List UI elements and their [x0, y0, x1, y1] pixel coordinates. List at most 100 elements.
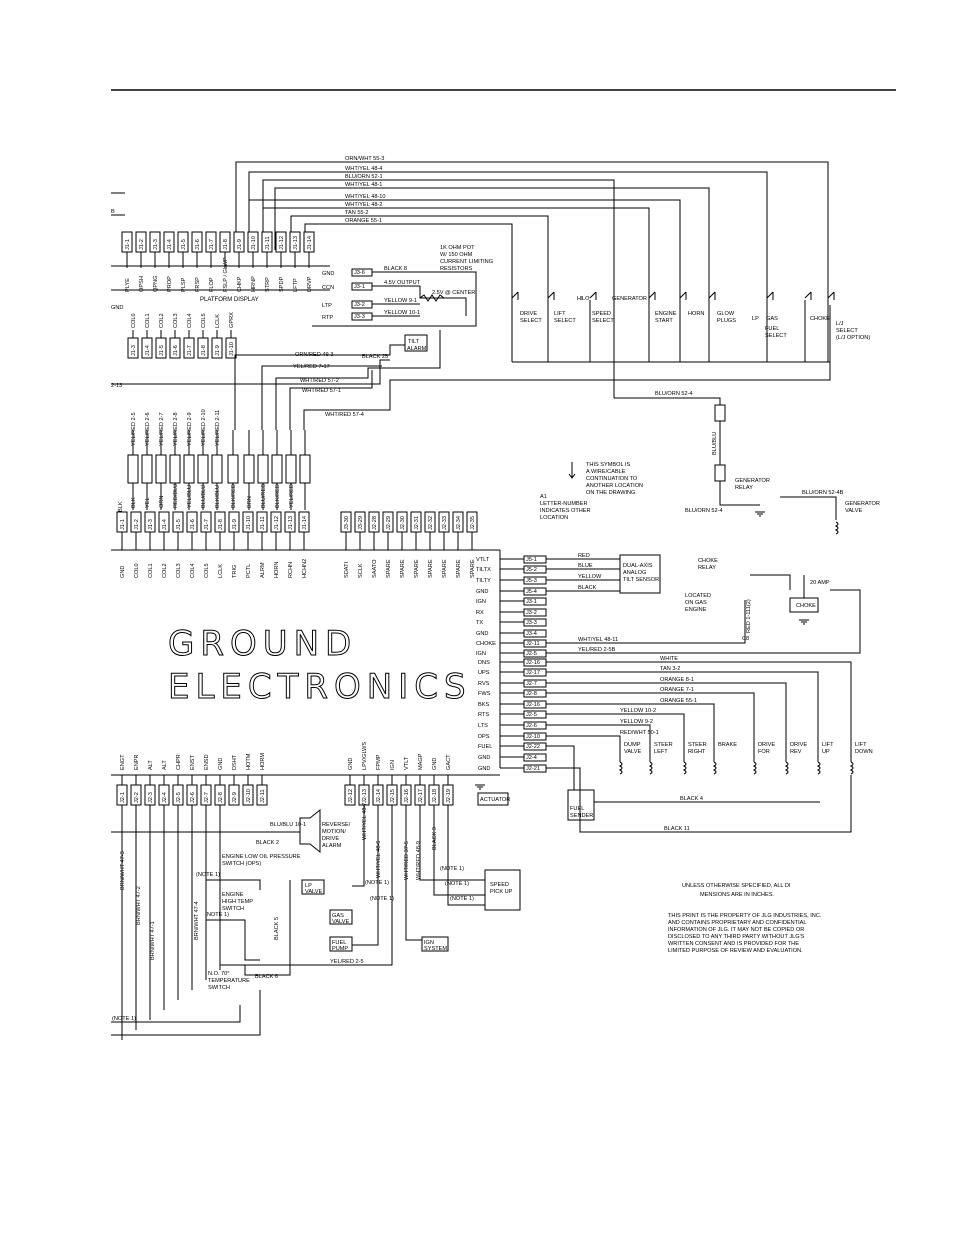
top-signal: STRP — [265, 277, 271, 292]
bottom-pin-label: J2-6 — [190, 792, 196, 803]
letter-note: INDICATES OTHER — [540, 508, 591, 514]
alarm-wire — [234, 344, 405, 430]
yel-red-label: YEL/RED 2-6 — [145, 412, 151, 446]
right-signal: GND — [476, 589, 488, 595]
switch-symbol — [511, 291, 519, 300]
valve-label: LIFT — [822, 742, 834, 748]
pot-note: W/ 150 OHM — [440, 252, 473, 258]
temp-switch-label: SWITCH — [222, 906, 244, 912]
top-signal: FRSP — [195, 277, 201, 292]
spare-pin-label: J2-30 — [400, 516, 406, 530]
ign-wire — [546, 589, 861, 654]
pd-pin-label: J3-1 — [354, 284, 365, 290]
mid-wire-label: ORN — [159, 496, 165, 508]
valve-pin-label: J2-4 — [526, 755, 537, 761]
lp-wire — [352, 805, 365, 887]
located-label: LOCATED — [685, 593, 711, 599]
ge-signal: COL1 — [148, 563, 154, 578]
switch-symbol — [708, 291, 716, 300]
switch-label: SELECT — [592, 318, 614, 324]
bottom-signal2: VTLT — [404, 756, 410, 770]
valve-wire — [546, 682, 787, 762]
platform-display-label: PLATFORM DISPLAY — [200, 297, 259, 303]
switch-label: SELECT — [765, 333, 787, 339]
top-pin-label: J1-1 — [125, 239, 131, 250]
relay-wire — [719, 481, 760, 506]
top-signal: DRVP — [307, 276, 313, 292]
valve-signal: DNS — [478, 660, 490, 666]
top-wire-label: WHT/YEL 48-2 — [345, 202, 382, 208]
mid-connector — [141, 454, 153, 484]
top-signal: CHKP — [237, 276, 243, 292]
right-pin-label: J2-5 — [526, 651, 537, 657]
fuel-sender-box — [567, 789, 595, 821]
spare-signal: SAATO — [372, 559, 378, 578]
temp-switch-label: ENGINE — [222, 892, 244, 898]
bottom-signal: HOTM — [246, 753, 252, 770]
wht-red-wire — [289, 370, 373, 430]
spare-signal: SPARE — [386, 559, 392, 578]
symbol-note: ON THE DRAWING — [586, 490, 635, 496]
ge-signal: COL2 — [162, 563, 168, 578]
switch-label: LIFT — [554, 311, 566, 317]
bottom-pin2-label: J2-17 — [418, 789, 424, 803]
generator-relay-pin — [714, 464, 726, 482]
right-pin-label: J5-1 — [526, 557, 537, 563]
ge-pin-label: J1-10 — [246, 516, 252, 530]
right-pin-label: J3-4 — [526, 631, 537, 637]
temp-switch-label: HIGH TEMP — [222, 899, 253, 905]
col-signal: GPRX — [229, 312, 235, 328]
right-wire-label: RED — [578, 553, 590, 559]
left-label: 2-13 — [111, 383, 122, 389]
mid-wire-label: ORN/RED 49-3 — [295, 352, 334, 358]
mid-connector — [169, 454, 181, 484]
col-signal: COL0 — [131, 313, 137, 328]
ge-pin-label: J1-2 — [134, 519, 140, 530]
mid-wire-label: BLK/RED — [275, 484, 281, 508]
bottom-pin-label: J2-2 — [134, 792, 140, 803]
pd-signal: RTP — [322, 315, 333, 321]
bottom-pin-label: J2-5 — [176, 792, 182, 803]
alarm-label: DRIVE — [322, 836, 339, 842]
valve-wire — [546, 703, 715, 762]
symbol-note: ANOTHER LOCATION — [586, 483, 643, 489]
switch-label: (L/J OPTION) — [836, 335, 870, 341]
mid-wire — [111, 359, 390, 385]
spare-pin-label: J3-30 — [344, 516, 350, 530]
right-wire-label: YELLOW — [578, 574, 602, 580]
mid-wire-label: BLK/RED — [231, 484, 237, 508]
right-pin-label: J3-3 — [526, 620, 537, 626]
switch-label: PLUGS — [717, 318, 736, 324]
c8-label: C8 — [742, 636, 749, 642]
actuator-ground — [475, 784, 485, 790]
valve-label: FOR — [758, 749, 770, 755]
relay-wire-label: BLU/ORN 52-4 — [655, 391, 693, 397]
col-signal: COL2 — [159, 313, 165, 328]
bottom-pin2-label: J2-18 — [432, 789, 438, 803]
ge-pin-label: J1-1 — [120, 519, 126, 530]
valve-pin-label: J2-16 — [526, 702, 540, 708]
pot-wire — [419, 286, 467, 316]
black2-label: BLACK 2 — [256, 840, 279, 846]
col-pin-label: J1-5 — [159, 345, 165, 356]
bottom-pin2-label: J2-12 — [348, 789, 354, 803]
bottom-wire-label: WHT/YEL 48-7 — [362, 803, 368, 840]
bottom-pin-label: J2-3 — [148, 792, 154, 803]
oil-switch-wire — [206, 879, 261, 890]
bottom-signal: ALT — [162, 760, 168, 770]
speed-wire3 — [447, 805, 485, 906]
ge-signal: GND — [120, 566, 126, 578]
choke-relay-label: RELAY — [698, 565, 716, 571]
dimensions-note: MENSIONS ARE IN INCHES. — [700, 892, 774, 898]
spare-pin-label: J2-28 — [372, 516, 378, 530]
bottom-wire-label: BLACK 9 — [432, 827, 438, 850]
pd-pin-label: J3-6 — [354, 270, 365, 276]
spare-pin-label: J2-33 — [442, 516, 448, 530]
lp-valve-label: VALVE — [305, 889, 322, 895]
yel-red-label: YEL/RED 2-5 — [131, 412, 137, 446]
spare-pin-label: J2-29 — [386, 516, 392, 530]
valve-wire-label: ORANGE 8-1 — [660, 677, 694, 683]
switch-small: HI — [577, 296, 583, 302]
top-pin-label: J1-4 — [167, 239, 173, 250]
